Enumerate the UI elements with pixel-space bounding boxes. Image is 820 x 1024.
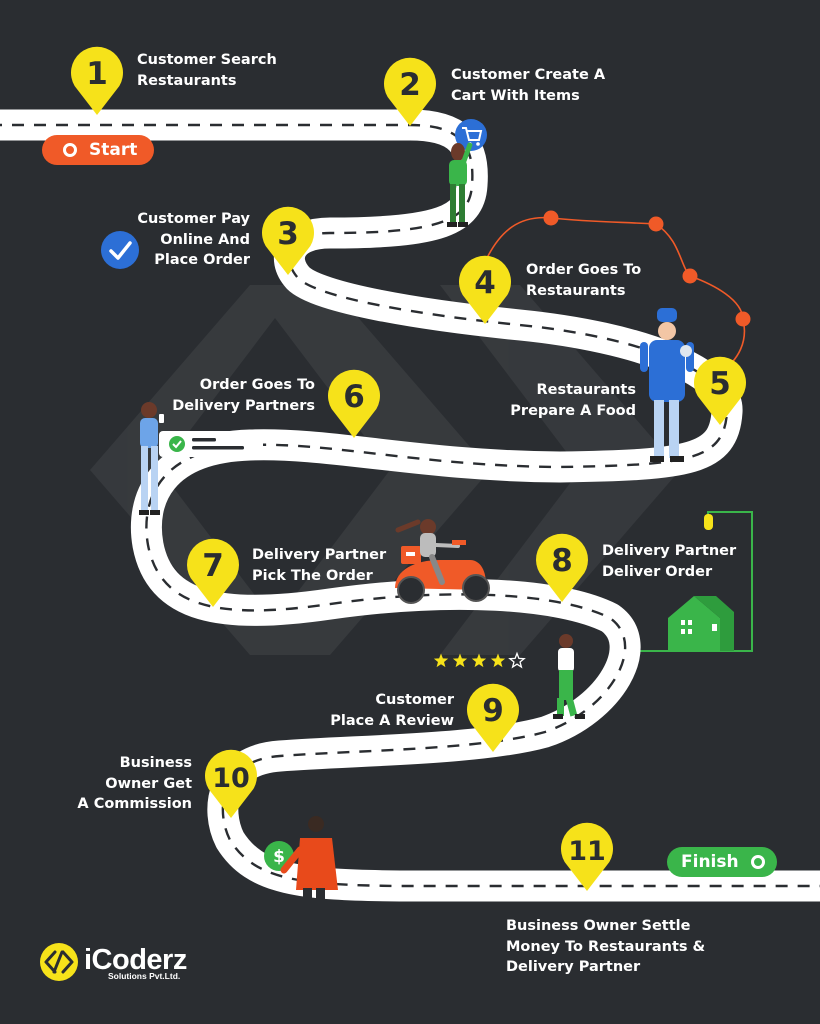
order-notification-card bbox=[159, 431, 263, 457]
step-number: 11 bbox=[568, 836, 606, 867]
star-icon bbox=[471, 653, 487, 668]
step-8-label: Delivery Partner Deliver Order bbox=[602, 543, 737, 580]
start-label: Start bbox=[89, 140, 138, 160]
delivery-partner-figure bbox=[139, 402, 164, 515]
location-pin-icon: 8 bbox=[536, 533, 588, 602]
start-ring-icon bbox=[63, 143, 77, 157]
step-number: 10 bbox=[212, 763, 250, 794]
location-pin-icon: 9 bbox=[467, 683, 520, 752]
step-4-label: Order Goes To Restaurants bbox=[526, 262, 642, 299]
finish-label: Finish bbox=[681, 852, 739, 872]
step-11-label: Business Owner Settle Money To Restauran… bbox=[506, 918, 706, 975]
route-dot bbox=[543, 210, 559, 226]
star-icon bbox=[452, 653, 468, 668]
step-number: 2 bbox=[399, 67, 421, 103]
business-owner-figure bbox=[280, 816, 338, 904]
svg-text:$: $ bbox=[273, 847, 285, 867]
location-pin-icon: 11 bbox=[561, 822, 613, 891]
lamp-icon bbox=[704, 514, 713, 530]
scooter-icon bbox=[395, 519, 490, 604]
star-icon bbox=[490, 653, 506, 668]
route-dot bbox=[682, 268, 698, 284]
location-pin-icon: 1 bbox=[71, 46, 123, 115]
chef-figure bbox=[640, 308, 694, 462]
route-dot bbox=[735, 311, 751, 327]
step-number: 6 bbox=[343, 379, 365, 415]
review-stars bbox=[433, 651, 526, 669]
brand-name: iCoderz bbox=[84, 944, 187, 976]
step-3-label: Customer Pay Online And Place Order bbox=[137, 211, 250, 268]
step-number: 7 bbox=[202, 548, 224, 584]
step-2-label: Customer Create A Cart With Items bbox=[451, 67, 606, 104]
start-badge: Start bbox=[42, 135, 154, 165]
location-pin-icon: 10 bbox=[204, 749, 257, 818]
brand-tagline: Solutions Pvt.Ltd. bbox=[108, 971, 181, 981]
brand-logo-icon bbox=[40, 943, 78, 981]
step-number: 4 bbox=[474, 265, 496, 301]
step-number: 5 bbox=[709, 366, 731, 402]
step-9-label: Customer Place A Review bbox=[330, 692, 454, 729]
step-number: 1 bbox=[86, 56, 108, 92]
step-number: 8 bbox=[551, 543, 573, 579]
star-icon bbox=[433, 653, 449, 668]
route-dot bbox=[648, 216, 664, 232]
step-number: 3 bbox=[277, 216, 299, 252]
step-pins: 1 2 3 4 5 6 7 8 9 10 11 bbox=[71, 46, 746, 891]
star-icon bbox=[508, 651, 526, 669]
location-pin-icon: 4 bbox=[459, 255, 511, 324]
location-pin-icon: 2 bbox=[384, 57, 437, 126]
step-10-label: Business Owner Get A Commission bbox=[77, 755, 192, 812]
step-6-label: Order Goes To Delivery Partners bbox=[172, 377, 315, 414]
house-icon bbox=[668, 596, 734, 651]
check-icon bbox=[101, 231, 139, 269]
step-5-label: Restaurants Prepare A Food bbox=[510, 382, 636, 419]
location-pin-icon: 6 bbox=[328, 369, 380, 438]
shopper-figure bbox=[447, 142, 473, 227]
step-1-label: Customer Search Restaurants bbox=[137, 52, 277, 89]
reviewer-figure bbox=[553, 634, 585, 719]
step-number: 9 bbox=[482, 693, 504, 729]
location-pin-icon: 3 bbox=[262, 206, 314, 275]
finish-ring-icon bbox=[750, 855, 765, 869]
location-pin-icon: 7 bbox=[187, 538, 240, 607]
finish-badge: Finish bbox=[667, 847, 777, 877]
location-pin-icon: 5 bbox=[694, 356, 746, 425]
step-7-label: Delivery Partner Pick The Order bbox=[252, 547, 387, 584]
